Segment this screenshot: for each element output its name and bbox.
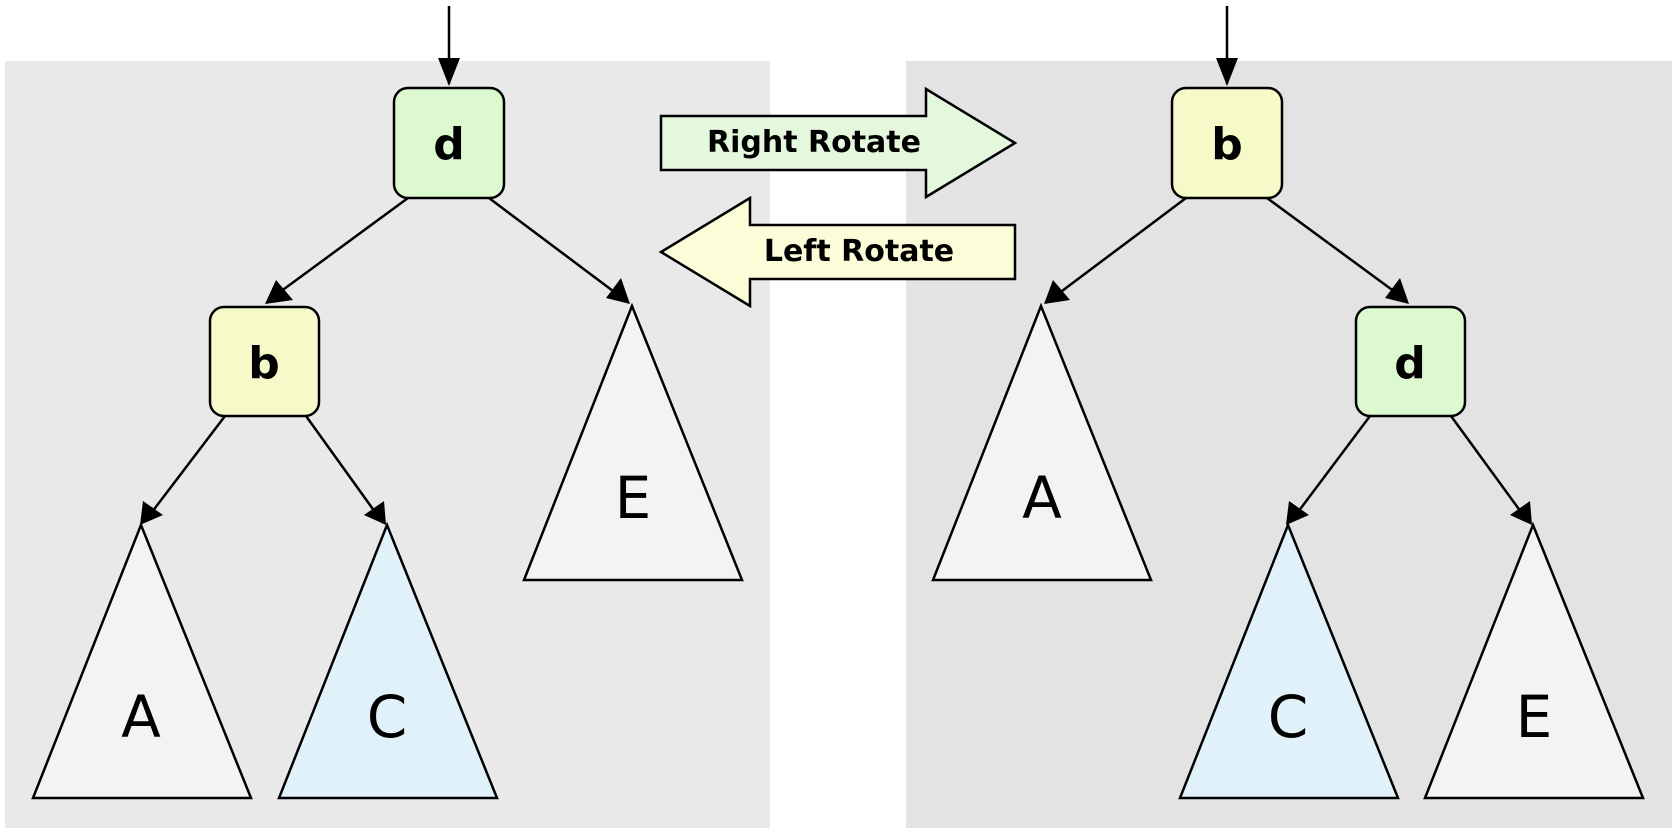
edge-b-to-d-after (1266, 196, 1396, 294)
after-child-node (1354, 305, 1467, 418)
edge-b-to-a-arrowhead (140, 501, 163, 525)
after-child-label: d (1394, 338, 1426, 389)
before-subtree-a (31, 521, 253, 800)
edge-d-to-e-after (1449, 415, 1523, 513)
after-entry-arrowhead (1216, 58, 1238, 86)
after-subtree-c (1178, 521, 1400, 800)
before-root-label: d (433, 119, 465, 170)
after-subtree-e (1423, 521, 1645, 800)
after-root-node (1170, 86, 1284, 200)
edge-d-to-b-arrowhead (265, 280, 293, 304)
edge-b-to-a (151, 415, 226, 513)
after-labels: b d A C E (1022, 119, 1552, 751)
after-root-label: b (1211, 119, 1243, 170)
before-root-node (392, 86, 506, 200)
edge-b-to-c-arrowhead (364, 501, 386, 525)
edge-b-to-c (304, 415, 377, 513)
before-subtree-c (277, 521, 499, 800)
edge-d-to-c-after-arrowhead (1286, 501, 1309, 525)
edge-d-to-e-arrowhead (606, 278, 630, 304)
after-subtree-e-label: E (1516, 683, 1553, 751)
after-subtree-a (931, 302, 1153, 582)
after-subtree-a-label: A (1022, 464, 1062, 532)
before-subtree-c-label: C (367, 683, 408, 751)
left-rotate-arrow (658, 195, 1017, 309)
before-labels: d b A C E (121, 119, 651, 751)
edge-d-to-e (488, 197, 618, 295)
left-rotate-label: Left Rotate (764, 234, 954, 269)
edge-b-to-a-after (1057, 197, 1187, 295)
after-subtree-c-label: C (1268, 683, 1309, 751)
after-tree (931, 6, 1645, 800)
edge-b-to-a-after-arrowhead (1044, 280, 1070, 304)
edge-d-to-b (279, 196, 409, 294)
edge-d-to-e-after-arrowhead (1510, 501, 1532, 525)
entry-arrowhead (438, 58, 460, 86)
before-subtree-e (522, 302, 744, 582)
before-subtree-a-label: A (121, 683, 161, 751)
before-tree (31, 6, 744, 800)
before-child-node (208, 305, 321, 418)
edge-b-to-d-after-arrowhead (1385, 278, 1409, 304)
edge-d-to-c-after (1297, 415, 1371, 513)
before-subtree-e-label: E (615, 464, 652, 532)
right-rotate-arrow (659, 86, 1018, 200)
right-rotate-label: Right Rotate (707, 125, 921, 160)
before-child-label: b (248, 338, 280, 389)
